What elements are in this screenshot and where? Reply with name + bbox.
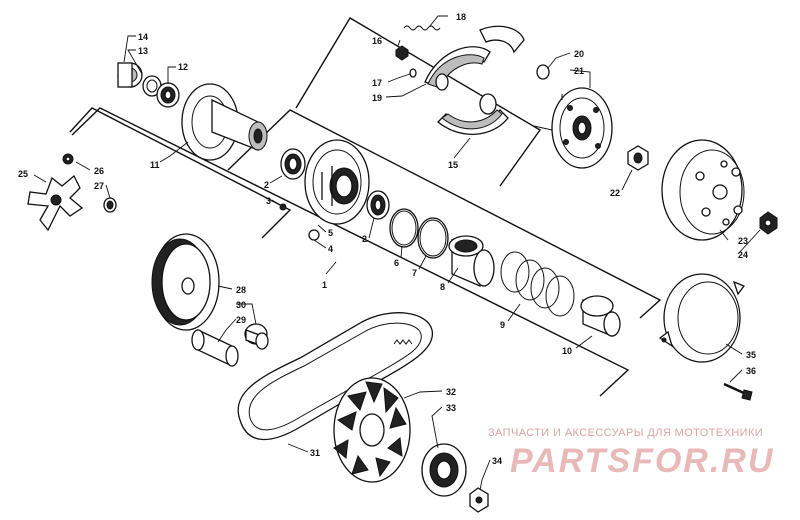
drive-plate-33 xyxy=(421,443,467,497)
callout-22: 22 xyxy=(610,188,620,198)
callout-8: 8 xyxy=(440,282,445,292)
fixed-sheave-28 xyxy=(151,233,220,331)
callout-29: 29 xyxy=(236,315,246,325)
cover-35 xyxy=(658,273,746,363)
nut-16 xyxy=(395,45,409,61)
callout-30: 30 xyxy=(236,300,246,310)
guide-collar-8 xyxy=(448,235,495,287)
torque-spring-9 xyxy=(500,251,575,317)
callout-27: 27 xyxy=(94,181,104,191)
ball-bearing-12 xyxy=(156,82,180,108)
callout-31: 31 xyxy=(310,448,320,458)
needle-bearing-14 xyxy=(117,62,143,88)
oil-seal-2-right xyxy=(366,190,390,220)
callout-20: 20 xyxy=(574,49,584,59)
collar-10 xyxy=(580,295,621,337)
callout-2-right: 2 xyxy=(362,234,367,244)
callout-labels: 1 2 2 3 4 5 6 7 8 9 10 11 12 13 14 15 16… xyxy=(18,12,756,466)
drive-plate-21 xyxy=(533,87,613,169)
nut-34 xyxy=(469,487,489,513)
callout-14: 14 xyxy=(138,32,148,42)
callout-4: 4 xyxy=(328,244,333,254)
nut-24 xyxy=(759,211,778,235)
callout-36: 36 xyxy=(746,366,756,376)
fan-pulley-32 xyxy=(333,377,411,483)
bushing-27 xyxy=(103,197,117,213)
callout-1: 1 xyxy=(322,280,327,290)
callout-10: 10 xyxy=(562,346,572,356)
watermark: ЗАПЧАСТИ И АКСЕССУАРЫ ДЛЯ МОТОТЕХНИКИ PA… xyxy=(488,427,774,480)
callout-32: 32 xyxy=(446,387,456,397)
nut-22 xyxy=(627,145,649,171)
bracket-group-11 xyxy=(69,107,292,239)
callout-26: 26 xyxy=(94,166,104,176)
watermark-logo: PARTSFOR.RU xyxy=(510,442,774,480)
callout-12: 12 xyxy=(178,62,188,72)
callout-35: 35 xyxy=(746,350,756,360)
washer-17 xyxy=(409,68,417,78)
callout-16: 16 xyxy=(372,36,382,46)
callout-17: 17 xyxy=(372,78,382,88)
driven-pulley-11 xyxy=(181,83,268,161)
spring-18 xyxy=(403,25,441,31)
drive-belt-31 xyxy=(237,312,433,441)
callout-3: 3 xyxy=(266,196,271,206)
bushing-30 xyxy=(244,323,269,350)
callout-33: 33 xyxy=(446,403,456,413)
callout-28: 28 xyxy=(236,285,246,295)
callout-6: 6 xyxy=(394,258,399,268)
bracket-group-1 xyxy=(71,107,630,397)
callout-19: 19 xyxy=(372,93,382,103)
clutch-shoe-assembly-15 xyxy=(424,25,525,135)
callout-9: 9 xyxy=(500,320,505,330)
callout-2-left: 2 xyxy=(264,180,269,190)
bolt-36 xyxy=(723,382,753,401)
callout-21: 21 xyxy=(574,66,584,76)
callout-11: 11 xyxy=(150,160,160,170)
callout-24: 24 xyxy=(738,250,748,260)
watermark-tagline: ЗАПЧАСТИ И АКСЕССУАРЫ ДЛЯ МОТОТЕХНИКИ xyxy=(488,427,763,439)
o-ring-7 xyxy=(417,217,449,259)
callout-15: 15 xyxy=(448,160,458,170)
callout-5: 5 xyxy=(328,228,333,238)
leader-lines xyxy=(33,15,761,491)
plug-20 xyxy=(536,64,550,80)
sleeve-29 xyxy=(191,328,239,368)
roller-4 xyxy=(308,229,320,241)
plug-26 xyxy=(62,153,74,165)
callout-34: 34 xyxy=(492,456,502,466)
callout-7: 7 xyxy=(412,268,417,278)
seal-ring-13 xyxy=(142,75,162,97)
callout-18: 18 xyxy=(456,12,466,22)
o-ring-6 xyxy=(389,208,419,248)
fan-plate-25 xyxy=(27,174,84,232)
callout-13: 13 xyxy=(138,46,148,56)
oil-seal-2-left xyxy=(280,148,306,180)
clutch-bell-23 xyxy=(661,139,745,241)
sliding-sheave-5 xyxy=(304,139,370,225)
callout-23: 23 xyxy=(738,236,748,246)
callout-25: 25 xyxy=(18,169,28,179)
pin-3 xyxy=(279,203,287,211)
